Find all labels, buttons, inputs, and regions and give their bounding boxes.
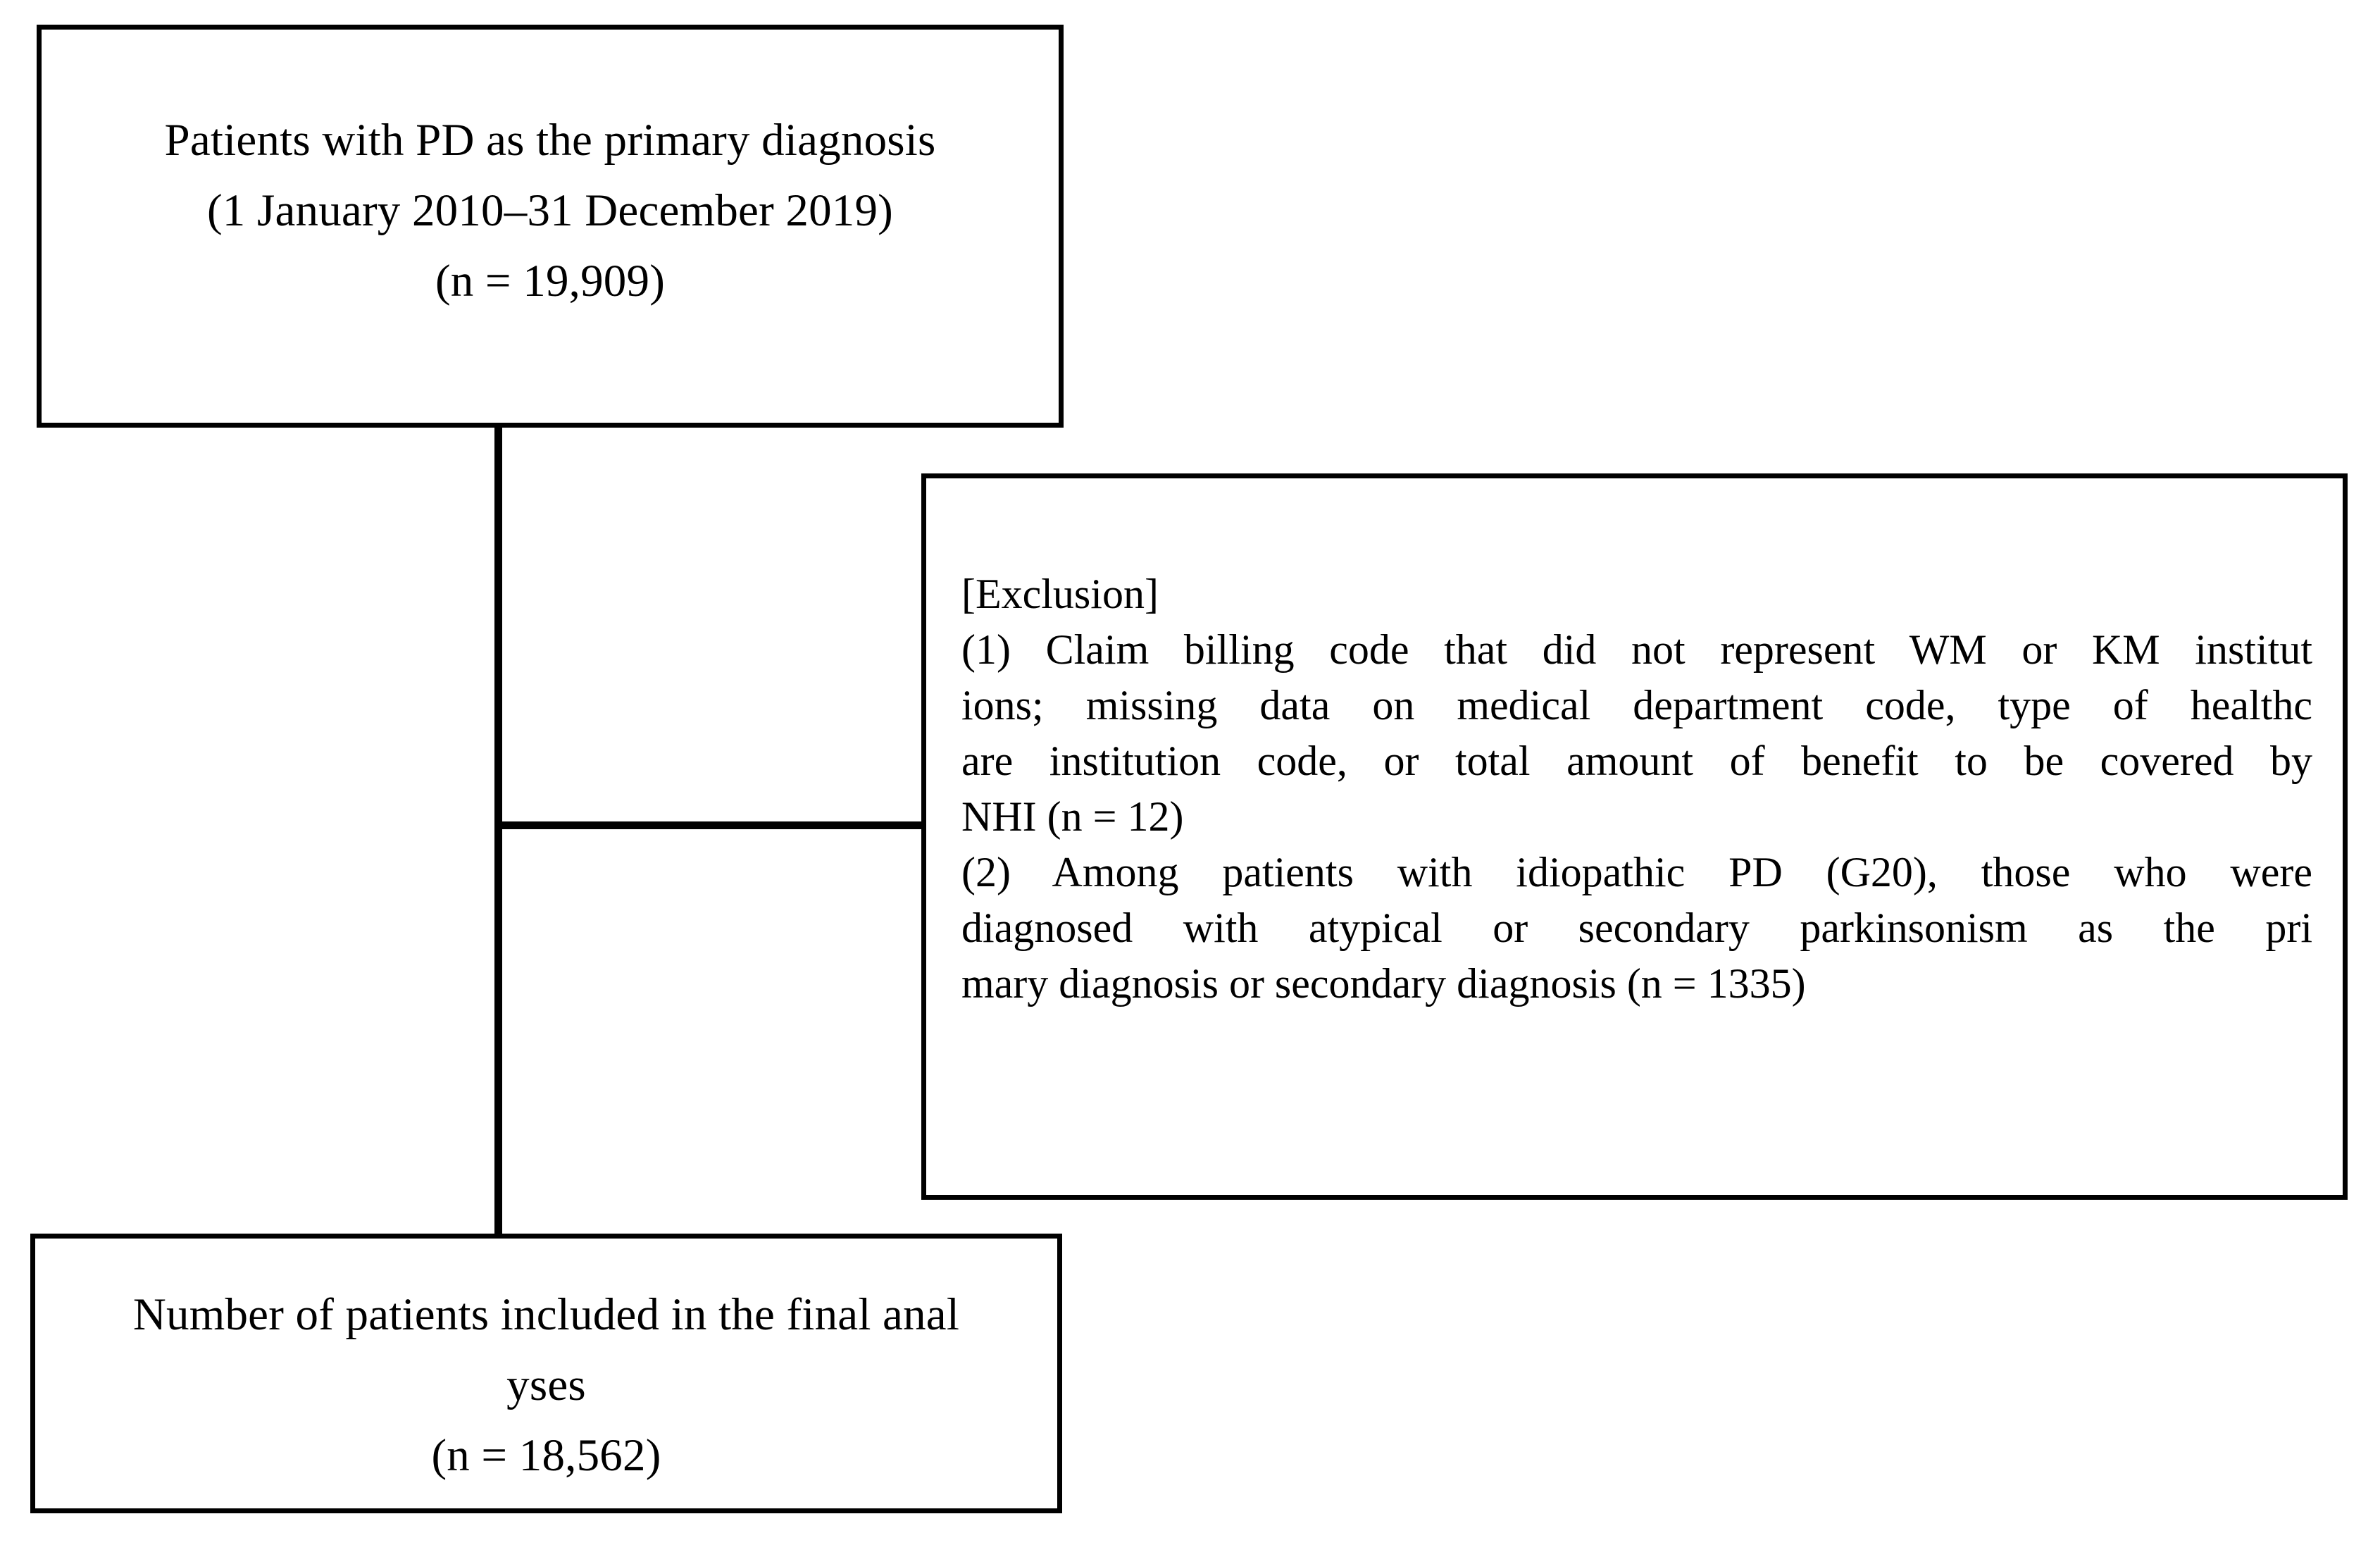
final-box-text: Number of patients included in the final… [35, 1279, 1057, 1491]
exclusion-item-2-line-1: (2) Among patients with idiopathic PD (G… [961, 849, 2312, 895]
exclusion-box: [Exclusion] (1) Claim billing code that … [921, 473, 2348, 1200]
cohort-box-text: Patients with PD as the primary diagnosi… [42, 105, 1059, 316]
exclusion-box-text: [Exclusion] (1) Claim billing code that … [961, 566, 2312, 1012]
connector-vertical-cohort-to-final [494, 423, 502, 1239]
exclusion-item-1-line-2: ions; missing data on medical department… [961, 682, 2312, 728]
exclusion-item-1-count: NHI (n = 12) [961, 793, 1184, 840]
cohort-line-1: Patients with PD as the primary diagnosi… [164, 115, 936, 166]
exclusion-heading: [Exclusion] [961, 571, 1159, 617]
exclusion-item-1-line-3: are institution code, or total amount of… [961, 738, 2312, 784]
cohort-line-3-count: (n = 19,909) [435, 256, 666, 306]
final-line-2: yses [506, 1360, 586, 1410]
cohort-line-2: (1 January 2010–31 December 2019) [206, 185, 894, 236]
exclusion-item-2-line-2: diagnosed with atypical or secondary par… [961, 905, 2312, 951]
exclusion-item-1-line-1: (1) Claim billing code that did not repr… [961, 626, 2312, 673]
exclusion-item-2-line-3: mary diagnosis or secondary diagnosis (n… [961, 960, 1806, 1007]
final-box: Number of patients included in the final… [30, 1234, 1062, 1513]
final-line-1: Number of patients included in the final… [132, 1289, 960, 1340]
final-line-3-count: (n = 18,562) [431, 1430, 661, 1481]
connector-horizontal-to-exclusion [494, 821, 926, 829]
cohort-box: Patients with PD as the primary diagnosi… [37, 25, 1064, 428]
